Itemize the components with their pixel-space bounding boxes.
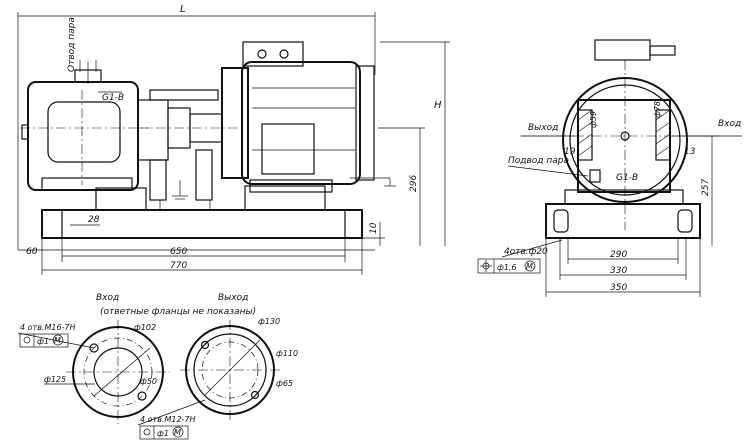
dim-59-label: ф59 [589,111,598,128]
flange-subtitle: (ответные фланцы не показаны) [100,307,256,317]
inlet-d102: ф102 [134,323,156,332]
steam-supply-label: Подвод пара [508,156,569,166]
tolerance-end: ф1,6 [497,263,517,272]
dim-290-label: 290 [610,250,627,260]
outlet-d130: ф130 [258,317,280,326]
outlet-label: Выход [528,123,558,133]
inlet-tolerance-mod: M [54,336,61,345]
inlet-flange [66,320,170,424]
dim-78-label: ф78 [653,101,662,118]
dim-330-label: 330 [610,266,627,276]
holes-label-end: 4отв.ф20 [504,247,548,257]
inlet-d50: ф50 [140,377,157,386]
dim-l-label: L [180,4,186,15]
dim-19-label: 19 [564,147,576,157]
g1b-label-end: G1-B [616,173,638,183]
outlet-d65: ф65 [276,379,293,388]
steam-outlet-label: Отвод пара [67,17,77,72]
dim-13-label: 13 [684,147,696,157]
flange-outlet-title: Выход [218,293,248,303]
base-frame [41,178,396,239]
outlet-flange [180,320,280,420]
outlet-tolerance-mod: M [174,428,181,437]
inlet-holes: 4 отв.М16-7Н [20,323,76,332]
dim-60-label: 60 [26,247,38,257]
inlet-label: Вход [718,119,741,129]
outlet-tolerance: ф1 [157,429,169,438]
g1b-label-side: G1-B [102,93,124,103]
outlet-holes: 4 отв.М12-7Н [140,415,196,424]
dim-28-label: 28 [88,215,100,225]
outlet-d110: ф110 [276,349,298,358]
side-view: L Отвод пара G1-B [17,4,450,275]
motor [221,41,390,193]
dim-257-label: 257 [701,179,711,196]
coupling [137,89,240,201]
dim-h-label: H [434,100,442,111]
end-view: Выход Вход Подвод пара G1-B ф59 ф78 19 1… [477,39,742,297]
dim-10-label: 10 [369,222,379,234]
tolerance-mod-end: M [526,262,533,271]
inlet-tolerance: ф1 [37,337,49,346]
inlet-d125: ф125 [44,375,66,384]
flange-inlet-title: Вход [96,293,119,303]
pump-body [20,60,150,191]
flanges: Вход (ответные фланцы не показаны) Выход… [17,293,298,440]
dim-650-label: 650 [170,247,187,257]
dim-770-label: 770 [170,261,187,271]
dim-296-label: 296 [409,175,419,192]
dim-350-label: 350 [610,283,627,293]
